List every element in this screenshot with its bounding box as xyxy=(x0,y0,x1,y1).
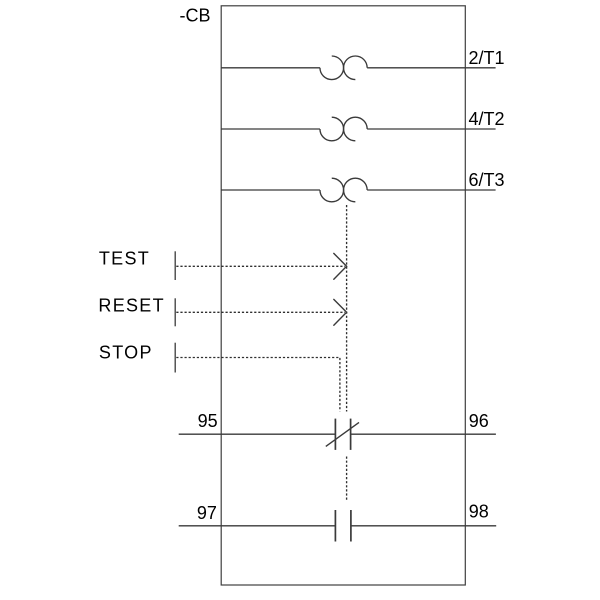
svg-text:STOP: STOP xyxy=(99,342,153,362)
svg-text:TEST: TEST xyxy=(99,249,150,269)
svg-text:2/T1: 2/T1 xyxy=(469,48,505,68)
svg-text:96: 96 xyxy=(469,411,489,431)
svg-text:RESET: RESET xyxy=(98,296,165,316)
svg-text:6/T3: 6/T3 xyxy=(469,170,505,190)
svg-text:4/T2: 4/T2 xyxy=(469,109,505,129)
svg-text:95: 95 xyxy=(198,411,218,431)
svg-text:98: 98 xyxy=(469,502,489,522)
svg-text:97: 97 xyxy=(197,503,217,523)
svg-text:-CB: -CB xyxy=(180,6,211,26)
